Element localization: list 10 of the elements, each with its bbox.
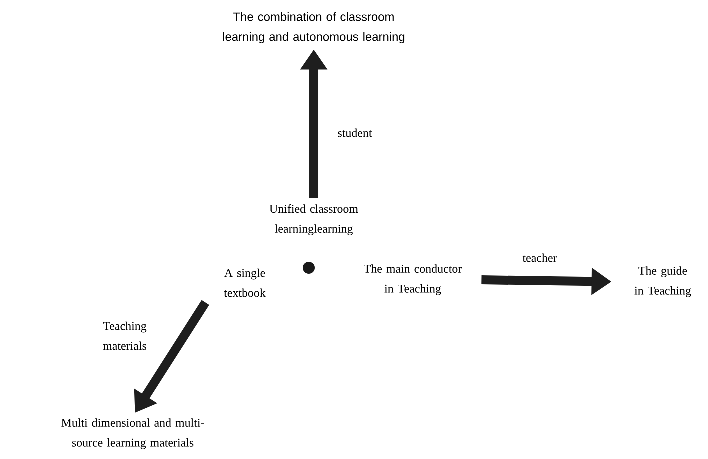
node-text: A single textbook (224, 268, 266, 298)
node-text: Multi dimensional and multi-source learning materials (62, 418, 204, 450)
node-text: The guide in Teaching (634, 266, 692, 298)
node-text: Unified classroom learninglearning (270, 204, 358, 236)
node-text: The combination of classroom learning and autonomous learning (223, 12, 405, 44)
edge-label: Teaching materials (103, 322, 147, 350)
edge-label: student (338, 128, 372, 138)
dot (303, 262, 315, 274)
edge-label: teacher (522, 254, 558, 262)
node-text: The main conductor in Teaching (364, 264, 462, 296)
